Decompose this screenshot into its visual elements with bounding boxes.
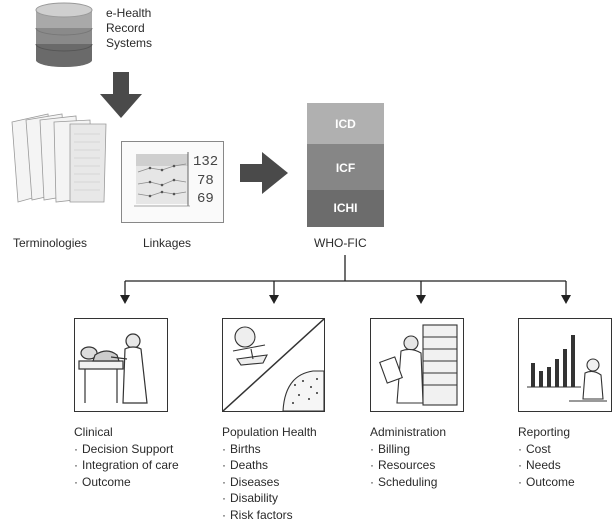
administration-title: Administration (370, 425, 447, 439)
who-fic-icf-label: ICF (335, 161, 356, 175)
who-fic-ichi: ICHI (307, 190, 384, 227)
right-arrow-icon (240, 152, 288, 194)
population-health-panel (222, 318, 325, 412)
administration-item: Resources (370, 457, 446, 474)
administration-item: Billing (370, 441, 446, 458)
ehr-label: e-Health Record Systems (106, 6, 152, 51)
reporting-item: Outcome (518, 474, 575, 491)
terminologies-pages-icon (11, 113, 107, 203)
who-fic-icf: ICF (307, 144, 384, 190)
linkage-value: 132 (193, 154, 219, 170)
ehr-label-line: Record (106, 21, 145, 35)
who-fic-ichi-label: ICHI (333, 201, 358, 215)
reporting-title: Reporting (518, 425, 571, 439)
administration-panel (370, 318, 464, 412)
reporting-list: Reporting Cost Needs Outcome (518, 424, 575, 490)
clinical-item: Decision Support (74, 441, 179, 458)
clinical-title: Clinical (74, 425, 113, 439)
bar-report-illustration (527, 335, 607, 402)
who-fic-label: WHO-FIC (314, 236, 367, 250)
clinician-patient-illustration (78, 333, 148, 404)
linkage-value: 69 (197, 191, 214, 207)
population-health-list: Population Health Births Deaths Diseases… (222, 424, 317, 523)
clinical-item: Outcome (74, 474, 179, 491)
linkage-chart-icon (134, 152, 190, 207)
population-health-item: Births (222, 441, 317, 458)
linkages-panel: 132 78 69 (121, 141, 224, 223)
down-arrow-icon (100, 72, 142, 118)
population-health-item: Risk factors (222, 507, 317, 524)
database-icon (35, 2, 93, 67)
population-health-item: Diseases (222, 474, 317, 491)
who-fic-icd-label: ICD (335, 117, 356, 131)
reporting-panel (518, 318, 612, 412)
scheduling-illustration (379, 324, 458, 406)
population-health-item: Disability (222, 490, 317, 507)
reporting-item: Needs (518, 457, 575, 474)
population-health-title: Population Health (222, 425, 317, 439)
population-health-item: Deaths (222, 457, 317, 474)
administration-list: Administration Billing Resources Schedul… (370, 424, 446, 490)
ehr-label-line: e-Health (106, 6, 152, 20)
linkage-value: 78 (197, 173, 214, 189)
ehr-label-line: Systems (106, 36, 153, 50)
who-fic-icd: ICD (307, 103, 384, 144)
clinical-panel (74, 318, 168, 412)
clinical-item: Integration of care (74, 457, 179, 474)
reporting-item: Cost (518, 441, 575, 458)
scale-and-cell-illustration (222, 318, 325, 412)
terminologies-label: Terminologies (13, 236, 88, 250)
administration-item: Scheduling (370, 474, 446, 491)
clinical-list: Clinical Decision Support Integration of… (74, 424, 179, 490)
linkages-label: Linkages (143, 236, 192, 250)
